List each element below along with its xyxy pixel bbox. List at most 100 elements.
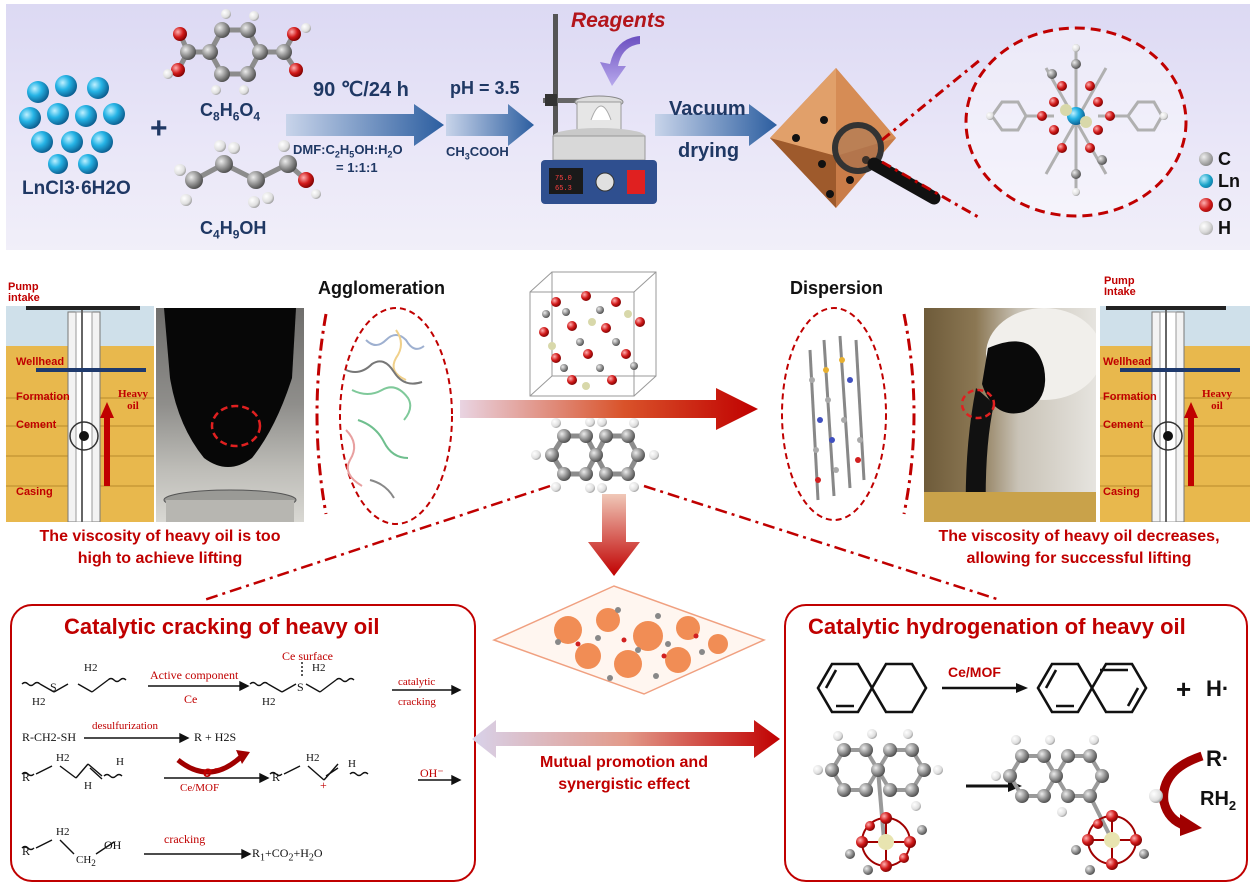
mof-cluster-zoom bbox=[964, 26, 1188, 218]
reagents-arrow bbox=[600, 36, 640, 86]
h2-3: H2 bbox=[262, 696, 276, 708]
left-formation-label: Formation bbox=[16, 391, 70, 403]
cracking-reactions bbox=[21, 660, 462, 860]
ch2-label: CH2 bbox=[76, 854, 96, 869]
h2-4: H2 bbox=[312, 662, 326, 674]
h2-5: H2 bbox=[56, 752, 70, 764]
ce-label: Ce bbox=[184, 692, 198, 706]
vacuum-label: Vacuum bbox=[669, 98, 746, 120]
butanol-molecule-icon bbox=[174, 140, 321, 208]
cracking-panel bbox=[10, 604, 476, 882]
r-radical-curved-arrow bbox=[1149, 751, 1204, 836]
dispersion-cluster bbox=[781, 307, 916, 521]
condition-solvent-line2: = 1:1:1 bbox=[336, 160, 378, 175]
svg-text:65.3: 65.3 bbox=[555, 185, 572, 193]
r-atom-3: R bbox=[22, 844, 31, 858]
magnetic-stirrer-apparatus-icon: 75.0 65.3 bbox=[541, 14, 657, 204]
h2-6: H2 bbox=[306, 752, 320, 764]
cracking-word-label: cracking bbox=[398, 696, 436, 708]
r-h2s: R + H2S bbox=[194, 730, 237, 744]
left-wellbore-diagram bbox=[6, 306, 154, 522]
precursor-label: LnCl3·6H2O bbox=[22, 178, 131, 199]
right-wellhead-label: Wellhead bbox=[1103, 356, 1152, 368]
condition-solvent-line1: DMF:C2H5OH:H2O bbox=[293, 142, 403, 160]
h-atom-1: H bbox=[84, 780, 92, 792]
agglomeration-to-dispersion-arrow bbox=[460, 388, 758, 430]
catalytic-label: catalytic bbox=[398, 676, 436, 688]
linker-formula: C8H6O4 bbox=[200, 100, 261, 124]
plus-charge: + bbox=[320, 778, 327, 792]
conditions-arrow-2 bbox=[446, 104, 534, 146]
legend-ln-label: Ln bbox=[1218, 171, 1240, 191]
electron-label: e⁻ bbox=[203, 764, 221, 781]
legend-c-dot bbox=[1199, 152, 1213, 166]
down-arrow bbox=[588, 494, 640, 576]
acid-label: CH3COOH bbox=[446, 144, 509, 162]
right-casing-label: Casing bbox=[1103, 486, 1140, 498]
r-radical-label: R· bbox=[1206, 746, 1230, 771]
cracking-title: Catalytic cracking of heavy oil bbox=[64, 614, 380, 639]
hydrogenation-title: Catalytic hydrogenation of heavy oil bbox=[808, 614, 1186, 639]
legend-o-dot bbox=[1199, 198, 1213, 212]
legend-c-label: C bbox=[1218, 149, 1231, 169]
zoom-dashed-lines bbox=[881, 58, 981, 220]
ce-surface-label: Ce surface bbox=[282, 649, 333, 663]
h2-7: H2 bbox=[56, 826, 70, 838]
viscous-oil-photo bbox=[156, 308, 304, 522]
ce-mof-catalyst-label: Ce/MOF bbox=[948, 664, 1001, 680]
left-cement-label: Cement bbox=[16, 419, 57, 431]
right-wellbore-diagram bbox=[1100, 306, 1250, 522]
h-radical-label: H· bbox=[1206, 676, 1230, 701]
r-atom-2: R bbox=[272, 770, 281, 784]
alcohol-formula: C4H9OH bbox=[200, 218, 267, 242]
reagents-label: Reagents bbox=[571, 9, 666, 32]
agglomeration-label: Agglomeration bbox=[318, 278, 446, 298]
terephthalic-acid-molecule-icon bbox=[163, 9, 311, 95]
ce-mof-label: Ce/MOF bbox=[180, 782, 220, 794]
legend-h-dot bbox=[1199, 221, 1213, 235]
condition-temp: 90 ℃/24 h bbox=[313, 79, 409, 101]
final-products: R1+CO2+H2O bbox=[252, 846, 323, 864]
h2-1: H2 bbox=[32, 696, 46, 708]
left-casing-label: Casing bbox=[16, 486, 53, 498]
flowing-oil-photo bbox=[924, 308, 1096, 522]
h-atom-2: H bbox=[116, 756, 124, 768]
legend-o-label: O bbox=[1218, 195, 1233, 215]
svg-text:75.0: 75.0 bbox=[555, 175, 572, 183]
conditions-arrow-1 bbox=[286, 104, 444, 146]
tetralin-ce-mof-model bbox=[813, 729, 943, 875]
legend-h-label: H bbox=[1218, 218, 1231, 238]
lncl3-spheres-icon bbox=[19, 75, 125, 174]
active-component-label: Active component bbox=[150, 668, 239, 682]
oh-group: OH bbox=[104, 838, 122, 852]
right-cement-label: Cement bbox=[1103, 419, 1144, 431]
left-wellhead-label: Wellhead bbox=[16, 356, 65, 368]
mof-crystal-magnifier-icon bbox=[770, 68, 941, 208]
desulfurization-label: desulfurization bbox=[92, 720, 158, 732]
vacuum-drying-arrow bbox=[655, 104, 777, 146]
mutual-promotion-arrow bbox=[472, 720, 780, 758]
h2-2: H2 bbox=[84, 662, 98, 674]
r-ch2-sh: R-CH2-SH bbox=[22, 730, 77, 744]
mof-lattice-cube bbox=[529, 271, 657, 397]
r-atom-1: R bbox=[22, 770, 31, 784]
naphthalene-molecule-icon bbox=[531, 417, 659, 493]
s-atom-2: S bbox=[297, 680, 304, 694]
mof-crystal-center bbox=[492, 585, 766, 695]
right-formation-label: Formation bbox=[1103, 391, 1157, 403]
ph-label: pH = 3.5 bbox=[450, 78, 520, 98]
plus-sign: + bbox=[150, 112, 168, 145]
h-atom-3: H bbox=[348, 758, 356, 770]
oh-minus-label: OH⁻ bbox=[420, 766, 444, 780]
dispersion-label: Dispersion bbox=[790, 278, 884, 298]
tetralin-to-naphthalene-reaction bbox=[816, 662, 1148, 714]
agglomeration-cluster bbox=[315, 307, 453, 525]
plus-sign-2: + bbox=[1176, 674, 1192, 704]
